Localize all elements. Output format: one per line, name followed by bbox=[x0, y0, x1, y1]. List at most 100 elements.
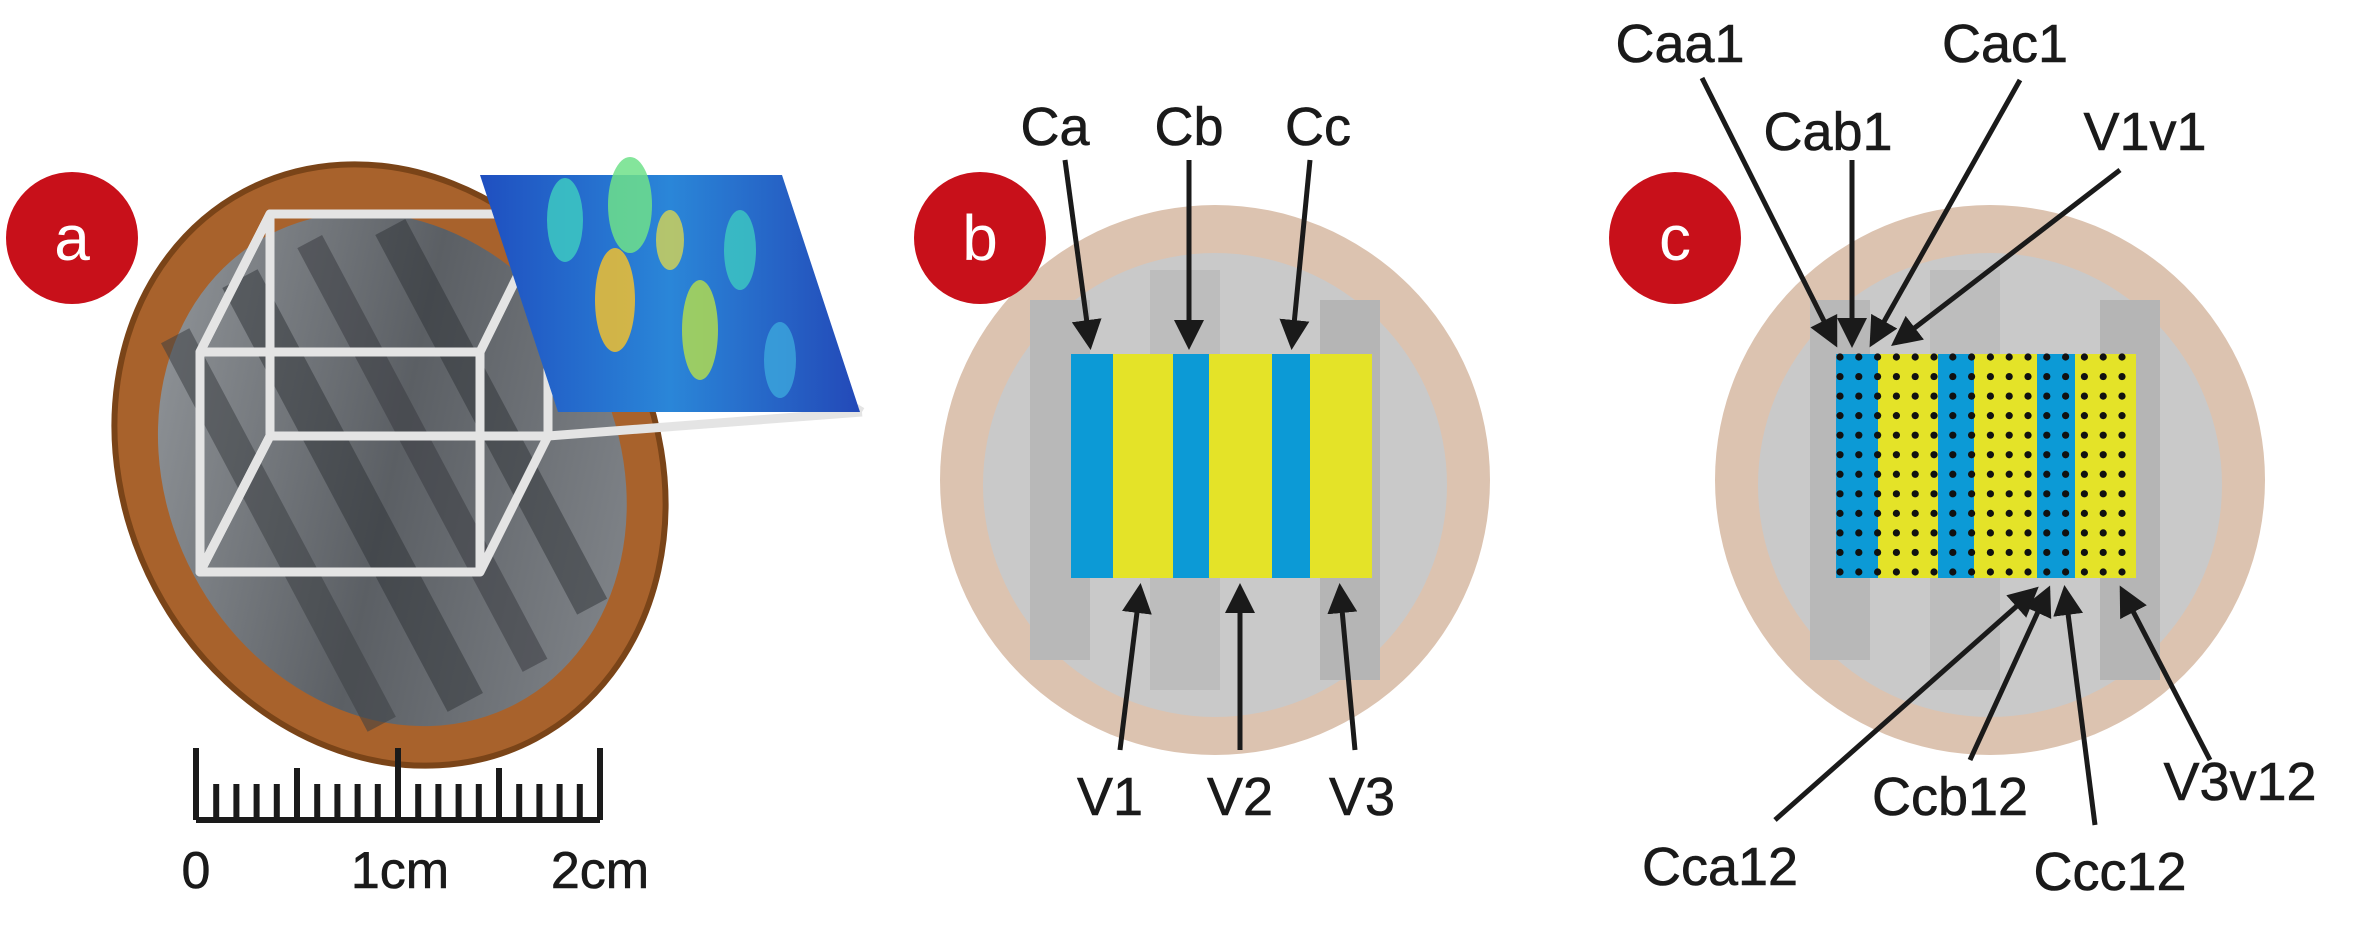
sensing-dot bbox=[1892, 431, 1900, 439]
sensing-dot bbox=[1836, 431, 1844, 439]
sensing-dot bbox=[1986, 470, 1994, 478]
sensing-dot bbox=[1911, 568, 1919, 576]
label-ccb12: Ccb12 bbox=[1872, 767, 2028, 827]
sensing-dot bbox=[1968, 509, 1976, 517]
sensing-dot bbox=[2080, 372, 2088, 381]
sensing-dot bbox=[1874, 412, 1882, 420]
sensing-dot bbox=[2099, 392, 2107, 400]
sensing-dot bbox=[2099, 568, 2107, 576]
sensing-dot bbox=[2005, 353, 2013, 361]
sensing-dot bbox=[1949, 490, 1957, 498]
sensing-dot bbox=[2043, 568, 2051, 576]
sensing-dot bbox=[2062, 509, 2070, 517]
sensing-dot bbox=[1930, 412, 1938, 420]
sensing-dot bbox=[1874, 490, 1882, 498]
sensing-dot bbox=[1949, 548, 1957, 557]
sensing-dot bbox=[1930, 509, 1938, 517]
sensing-dot bbox=[2043, 548, 2051, 557]
sensing-dot bbox=[1855, 392, 1863, 400]
sensing-dot bbox=[2062, 392, 2070, 400]
sensing-dot bbox=[2043, 392, 2051, 400]
sensing-dot bbox=[1986, 412, 1994, 420]
sensing-dot bbox=[1855, 470, 1863, 478]
sensing-dot bbox=[1836, 568, 1844, 576]
sensing-dot bbox=[2080, 353, 2088, 361]
sensing-dot bbox=[1836, 353, 1844, 361]
sensing-dot bbox=[2062, 568, 2070, 576]
sensing-dot bbox=[1855, 548, 1863, 557]
sensing-dot bbox=[2043, 353, 2051, 361]
sensing-dot bbox=[1930, 372, 1938, 381]
sensing-dot bbox=[1874, 548, 1882, 557]
sensing-dot bbox=[1874, 470, 1882, 478]
sensing-dot bbox=[2005, 392, 2013, 400]
sensing-dot bbox=[1911, 431, 1919, 439]
svg-text:c: c bbox=[1659, 202, 1691, 274]
sensing-dot bbox=[1855, 568, 1863, 576]
ruler-label-2cm: 2cm bbox=[551, 842, 649, 900]
sensing-dot bbox=[1968, 529, 1976, 537]
heatmap-inset bbox=[480, 157, 860, 412]
label-cab1: Cab1 bbox=[1763, 102, 1892, 162]
sensing-dot bbox=[2080, 392, 2088, 400]
sensing-dot bbox=[1874, 568, 1882, 576]
scale-ruler: 0 1cm 2cm bbox=[181, 748, 649, 900]
sensing-dot bbox=[1930, 431, 1938, 439]
sensing-dot bbox=[1892, 548, 1900, 557]
sensing-dot bbox=[1968, 372, 1976, 381]
label-caa1: Caa1 bbox=[1615, 14, 1744, 74]
sensing-dot bbox=[2080, 509, 2088, 517]
sensing-dot bbox=[2024, 353, 2032, 361]
sensing-dot bbox=[1911, 529, 1919, 537]
sensing-dot bbox=[2080, 529, 2088, 537]
label-cac1: Cac1 bbox=[1942, 14, 2068, 74]
sensing-dot bbox=[2118, 392, 2126, 400]
sensing-dot bbox=[2118, 470, 2126, 478]
sensing-dot bbox=[1836, 529, 1844, 537]
sensing-dot bbox=[2043, 509, 2051, 517]
svg-text:a: a bbox=[54, 202, 90, 274]
sensing-dot bbox=[2024, 568, 2032, 576]
sensing-dot bbox=[1911, 490, 1919, 498]
sensing-dot bbox=[2024, 392, 2032, 400]
sensing-dot bbox=[1911, 509, 1919, 517]
sensing-dot bbox=[2043, 490, 2051, 498]
sensing-dot bbox=[1949, 470, 1957, 478]
label-v1: V1 bbox=[1077, 767, 1143, 827]
sensing-dot bbox=[1892, 372, 1900, 381]
label-cb: Cb bbox=[1154, 97, 1223, 157]
sensing-dot bbox=[2062, 490, 2070, 498]
sensing-dot bbox=[1930, 529, 1938, 537]
sensing-dot bbox=[1930, 353, 1938, 361]
sensing-dot bbox=[1968, 451, 1976, 459]
label-cc: Cc bbox=[1285, 97, 1351, 157]
sensing-dot bbox=[1986, 568, 1994, 576]
sensing-dot bbox=[2024, 529, 2032, 537]
sensing-dot bbox=[2043, 431, 2051, 439]
sensing-dot bbox=[1855, 451, 1863, 459]
sensing-dot bbox=[2080, 451, 2088, 459]
sensing-dot bbox=[2005, 509, 2013, 517]
sensing-dot bbox=[1949, 412, 1957, 420]
panel-b: Ca Cb Cc V1 V2 V3 b bbox=[914, 97, 1490, 827]
sensing-dot bbox=[2024, 412, 2032, 420]
sensing-dot bbox=[1930, 490, 1938, 498]
sensing-dot bbox=[1892, 568, 1900, 576]
sensing-dot bbox=[1986, 392, 1994, 400]
sensing-dot bbox=[1874, 392, 1882, 400]
sensing-dot bbox=[2080, 568, 2088, 576]
sensing-dot bbox=[1968, 392, 1976, 400]
sensing-dot bbox=[2024, 451, 2032, 459]
sensing-dot bbox=[1911, 451, 1919, 459]
sensing-dot bbox=[1911, 392, 1919, 400]
sensing-dot bbox=[1874, 451, 1882, 459]
sensing-dot bbox=[2099, 490, 2107, 498]
label-cca12: Cca12 bbox=[1642, 837, 1798, 897]
sensing-dot bbox=[1874, 509, 1882, 517]
sensing-dot bbox=[1911, 353, 1919, 361]
sensing-dot bbox=[1930, 392, 1938, 400]
sensing-dot bbox=[2118, 431, 2126, 439]
sensing-dot bbox=[1892, 353, 1900, 361]
sensing-dot bbox=[2005, 412, 2013, 420]
sensing-dot bbox=[1930, 451, 1938, 459]
